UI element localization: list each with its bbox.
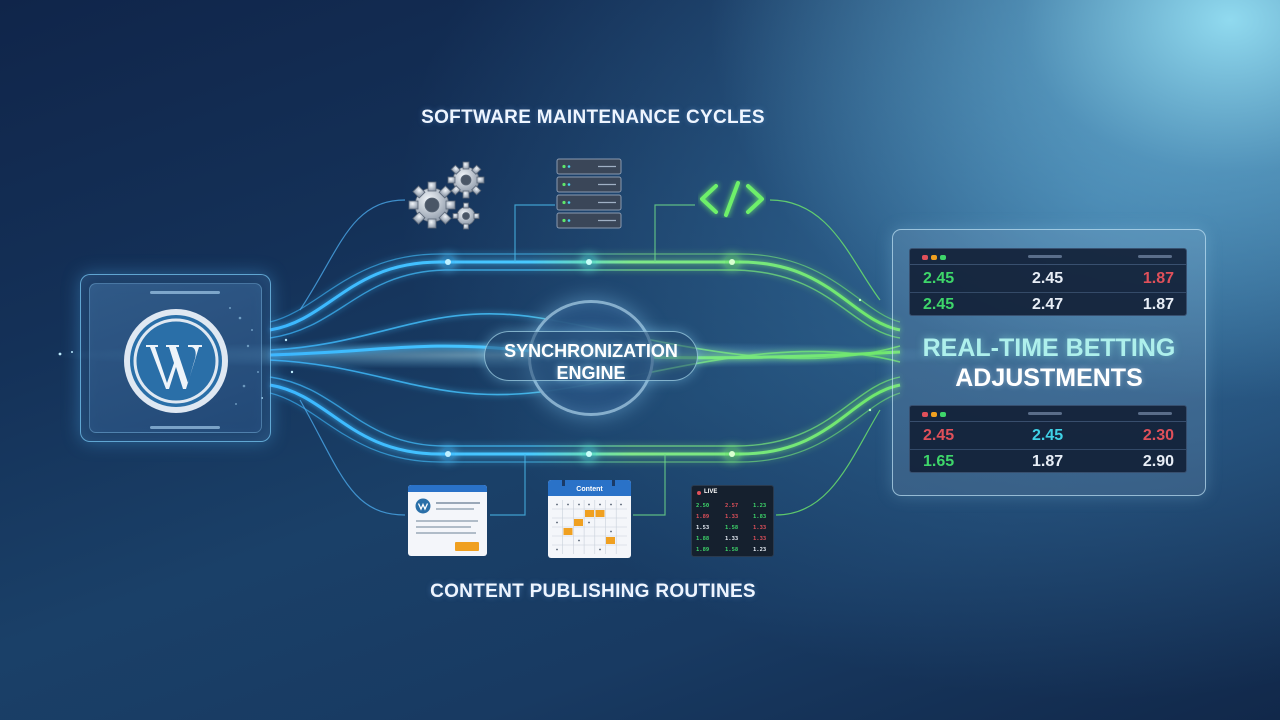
odds-value: 2.45 bbox=[1032, 427, 1064, 444]
status-dot bbox=[940, 255, 946, 260]
calendar-ring bbox=[612, 480, 615, 486]
live-odd: 1.89 bbox=[696, 547, 709, 553]
live-odds-board-icon: LIVE 2.50 2.57 1.23 1.89 1.33 1.83 1.53 1.58 1… bbox=[691, 485, 774, 557]
status-dot bbox=[940, 412, 946, 417]
node-bottom-1 bbox=[441, 447, 455, 461]
header-placeholder bbox=[1028, 255, 1062, 258]
header-placeholder bbox=[1028, 412, 1062, 415]
node-top-3 bbox=[725, 255, 739, 269]
live-odd: 1.58 bbox=[725, 547, 738, 553]
mini-wordpress-icon bbox=[415, 498, 431, 514]
live-odd: 1.33 bbox=[753, 536, 766, 542]
odds-value: 1.87 bbox=[1142, 270, 1174, 287]
odds-table-header bbox=[910, 406, 1186, 422]
odds-value: 2.30 bbox=[1142, 427, 1174, 444]
odds-value: 2.90 bbox=[1142, 453, 1174, 470]
node-top-1 bbox=[441, 255, 455, 269]
odds-row: 1.65 1.87 2.90 bbox=[910, 449, 1186, 473]
blog-post-editor-icon bbox=[408, 485, 487, 556]
live-odd: 2.50 bbox=[696, 503, 709, 509]
odds-table-bottom: 2.45 2.45 2.30 1.65 1.87 2.90 bbox=[909, 405, 1187, 473]
live-odd: 1.33 bbox=[753, 525, 766, 531]
icon-connectors bbox=[299, 199, 881, 516]
text-line bbox=[416, 520, 478, 522]
card-bar-bottom bbox=[150, 426, 220, 429]
betting-title-line1: REAL-TIME BETTING bbox=[922, 334, 1176, 362]
publishing-title: CONTENT PUBLISHING ROUTINES bbox=[430, 581, 756, 602]
live-odd: 1.33 bbox=[725, 514, 738, 520]
odds-value: 1.87 bbox=[1032, 453, 1064, 470]
card-bar-top bbox=[150, 291, 220, 294]
text-line bbox=[436, 508, 474, 510]
odds-value: 1.87 bbox=[1142, 296, 1174, 313]
node-bottom-3 bbox=[725, 447, 739, 461]
server-rack-icon bbox=[556, 158, 622, 229]
odds-row: 2.45 2.47 1.87 bbox=[910, 292, 1186, 316]
odds-value: 2.45 bbox=[923, 427, 955, 444]
text-line bbox=[416, 532, 476, 534]
odds-value: 2.47 bbox=[1032, 296, 1064, 313]
text-line bbox=[416, 526, 471, 528]
node-top-2 bbox=[582, 255, 596, 269]
odds-table-header bbox=[910, 249, 1186, 265]
status-dot bbox=[931, 255, 937, 260]
live-dot bbox=[697, 491, 701, 495]
code-brackets-icon bbox=[700, 181, 764, 217]
status-dot bbox=[931, 412, 937, 417]
live-odd: 1.53 bbox=[696, 525, 709, 531]
publish-button bbox=[455, 542, 479, 551]
status-dot bbox=[922, 412, 928, 417]
header-placeholder bbox=[1138, 255, 1172, 258]
engine-pill bbox=[484, 331, 698, 381]
live-odd: 2.57 bbox=[725, 503, 738, 509]
odds-value: 2.45 bbox=[923, 296, 955, 313]
odds-value: 2.45 bbox=[1032, 270, 1064, 287]
odds-row: 2.45 2.45 2.30 bbox=[910, 424, 1186, 448]
live-odd: 1.33 bbox=[725, 536, 738, 542]
wordpress-logo-icon bbox=[124, 309, 228, 413]
node-bottom-2 bbox=[582, 447, 596, 461]
engine-label-line1: SYNCHRONIZATION bbox=[504, 341, 678, 361]
calendar-title: Content bbox=[576, 486, 603, 493]
wordpress-source-card bbox=[80, 274, 271, 442]
live-odd: 1.83 bbox=[753, 514, 766, 520]
live-odds-grid: 2.50 2.57 1.23 1.89 1.33 1.83 1.53 1.58 1.33 1… bbox=[696, 503, 766, 553]
text-line bbox=[436, 502, 480, 504]
calendar-ring bbox=[562, 480, 565, 486]
gears-icon bbox=[408, 161, 485, 230]
odds-value: 1.65 bbox=[923, 453, 955, 470]
live-odd: 1.23 bbox=[753, 547, 766, 553]
live-odd: 1.89 bbox=[696, 514, 709, 520]
calendar-header-bar bbox=[548, 480, 631, 496]
status-dot bbox=[922, 255, 928, 260]
odds-table-top: 2.45 2.45 1.87 2.45 2.47 1.87 bbox=[909, 248, 1187, 316]
calendar-grid bbox=[552, 500, 627, 554]
maintenance-title: SOFTWARE MAINTENANCE CYCLES bbox=[421, 107, 765, 128]
live-odd: 1.88 bbox=[696, 536, 709, 542]
content-calendar-icon: Content bbox=[548, 480, 631, 558]
engine-label-line2: ENGINE bbox=[556, 363, 626, 383]
live-odd: 1.58 bbox=[725, 525, 738, 531]
betting-title-line2: ADJUSTMENTS bbox=[955, 364, 1143, 392]
odds-row: 2.45 2.45 1.87 bbox=[910, 267, 1186, 291]
editor-header-bar bbox=[408, 485, 487, 492]
live-odd: 1.23 bbox=[753, 503, 766, 509]
header-placeholder bbox=[1138, 412, 1172, 415]
live-label: LIVE bbox=[704, 489, 718, 495]
odds-value: 2.45 bbox=[923, 270, 955, 287]
